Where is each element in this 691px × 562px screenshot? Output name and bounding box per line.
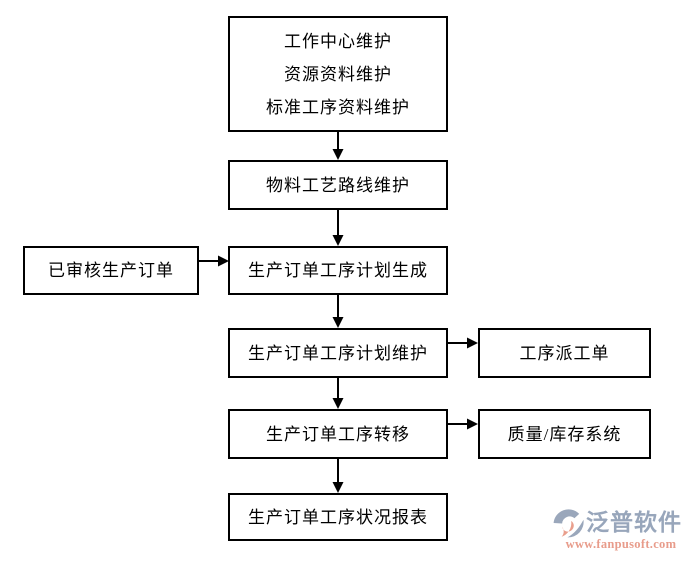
node-routing-maintenance: 物料工艺路线维护 (228, 160, 448, 210)
arrow-routing-to-plan-generation (332, 210, 344, 246)
node-quality-inventory-system: 质量/库存系统 (478, 409, 651, 459)
node-approved-production-order: 已审核生产订单 (23, 246, 199, 295)
arrow-process-transfer-to-quality-inventory (448, 418, 478, 430)
fanpu-logo-icon (553, 509, 584, 538)
node-process-transfer: 生产订单工序转移 (228, 409, 448, 459)
fanpu-watermark: 泛普软件 www.fanpusoft.com (552, 507, 690, 552)
node-plan-maintenance: 生产订单工序计划维护 (228, 328, 448, 378)
arrow-plan-maintenance-to-process-transfer (332, 378, 344, 409)
arrow-approved-order-to-plan-generation (199, 255, 229, 267)
arrow-process-transfer-to-status-report (332, 459, 344, 493)
node-master-data: 工作中心维护 资源资料维护 标准工序资料维护 (228, 16, 448, 132)
node-master-data-line3: 标准工序资料维护 (266, 97, 410, 117)
arrow-plan-maintenance-to-dispatch-order (448, 337, 478, 349)
node-plan-generation: 生产订单工序计划生成 (228, 246, 448, 295)
fanpu-brand-text: 泛普软件 (586, 510, 682, 535)
arrow-plan-generation-to-plan-maintenance (332, 295, 344, 328)
node-dispatch-order: 工序派工单 (478, 328, 651, 378)
node-status-report: 生产订单工序状况报表 (228, 493, 448, 541)
arrow-master-to-routing (332, 132, 344, 160)
fanpu-url-text: www.fanpusoft.com (565, 537, 677, 551)
node-master-data-line2: 资源资料维护 (284, 64, 392, 84)
node-master-data-line1: 工作中心维护 (284, 31, 392, 51)
